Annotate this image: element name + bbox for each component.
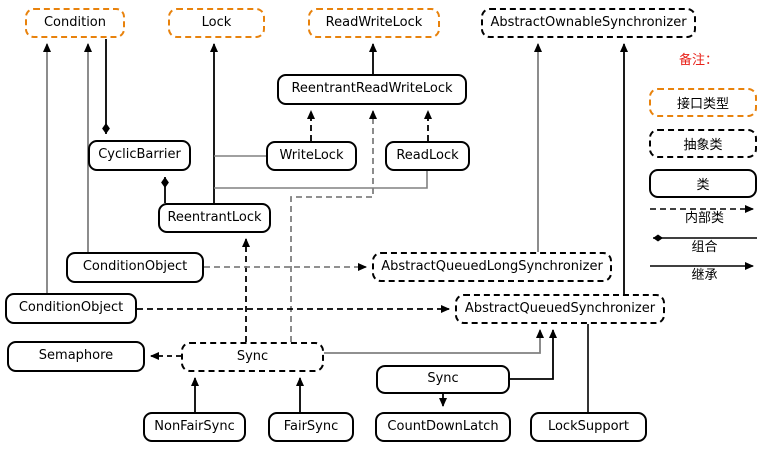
node-aqls[interactable]: AbstractQueuedLongSynchronizer [372,252,612,282]
legend-relation-lines [650,205,757,270]
legend-interface-swatch: 接口类型 [649,88,757,117]
node-reentrantlock[interactable]: ReentrantLock [158,203,271,233]
node-rwlock[interactable]: ReadWriteLock [308,8,440,38]
legend-inheritance-label: 继承 [691,268,718,283]
node-readlock[interactable]: ReadLock [385,141,470,171]
edge-sync1-aqs [324,329,544,354]
node-locksupport[interactable]: LockSupport [530,412,647,442]
node-sync2[interactable]: Sync [376,365,510,394]
node-semaphore[interactable]: Semaphore [7,341,145,372]
node-condobj1[interactable]: ConditionObject [66,252,204,283]
edge-sync2-aqs [510,329,557,380]
node-writelock[interactable]: WriteLock [266,141,357,171]
node-countdown[interactable]: CountDownLatch [375,412,511,442]
node-sync1[interactable]: Sync [181,342,324,372]
edge-reentrantlock-readlock [214,171,428,189]
node-rrwlock[interactable]: ReentrantReadWriteLock [277,74,467,105]
legend-composition-label: 组合 [691,240,718,255]
node-condition[interactable]: Condition [25,8,125,38]
edge-sync1-rrwlock [290,110,377,342]
node-aos[interactable]: AbstractOwnableSynchronizer [481,8,696,38]
node-cyclicbarrier[interactable]: CyclicBarrier [88,140,191,171]
node-lock[interactable]: Lock [168,8,265,38]
legend-inner-label: 内部类 [684,211,724,226]
node-nonfairsync[interactable]: NonFairSync [143,412,246,442]
node-condobj2[interactable]: ConditionObject [5,293,137,324]
legend-abstract-swatch: 抽象类 [649,129,757,158]
legend-class-swatch: 类 [649,169,757,198]
node-aqs[interactable]: AbstractQueuedSynchronizer [455,294,665,324]
node-fairsync[interactable]: FairSync [268,412,354,442]
legend-title: 备注： [679,53,719,68]
